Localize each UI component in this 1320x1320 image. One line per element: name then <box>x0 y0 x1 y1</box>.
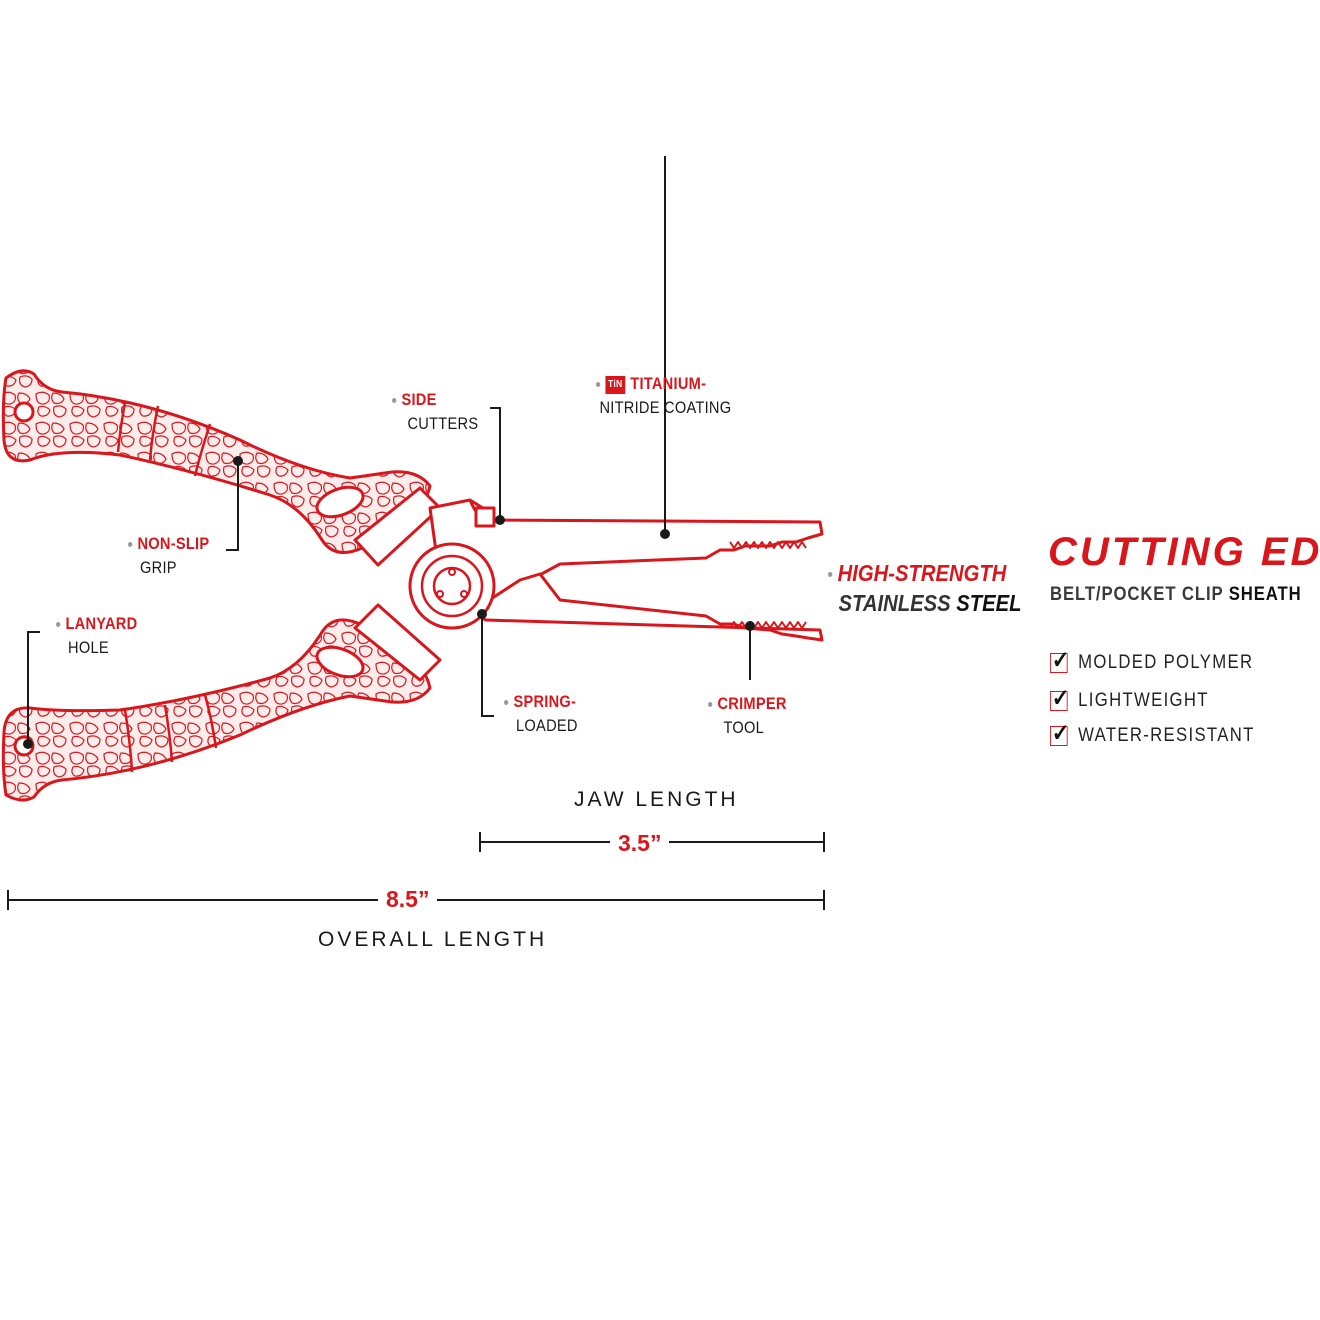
steel-callout: HIGH-STRENGTH STAINLESS STEEL <box>828 558 1022 618</box>
spring-line2: LOADED <box>516 716 578 735</box>
brand-subtitle-b: SHEATH <box>1228 584 1302 605</box>
lanyard-line2: HOLE <box>68 638 109 657</box>
bullet-icon <box>504 700 509 706</box>
crimper-line2: TOOL <box>723 718 765 737</box>
feature-item: WATER-RESISTANT <box>1050 719 1255 748</box>
crimper-callout: CRIMPER TOOL <box>708 692 787 740</box>
callout-leaders <box>27 156 751 744</box>
brand-subtitle-a: BELT/POCKET CLIP <box>1050 584 1224 605</box>
lower-jaw <box>468 572 824 642</box>
non-slip-callout: NON-SLIP GRIP <box>128 532 209 580</box>
overall-length-label: OVERALL LENGTH <box>318 928 548 951</box>
steel-line2b: STEEL <box>956 590 1022 616</box>
checkbox-checked-icon <box>1050 646 1071 675</box>
brand-subtitle: BELT/POCKET CLIP SHEATH <box>1050 584 1302 606</box>
handle-collars <box>353 486 442 682</box>
side-cutters-callout: SIDE CUTTERS <box>392 388 478 436</box>
feature-label: WATER-RESISTANT <box>1078 725 1255 746</box>
steel-line1: HIGH-STRENGTH <box>837 560 1007 586</box>
upper-handle <box>1 369 432 554</box>
checkbox-checked-icon <box>1050 684 1071 713</box>
feature-label: LIGHTWEIGHT <box>1078 690 1209 711</box>
overall-length-value: 8.5” <box>378 886 438 913</box>
non-slip-line2: GRIP <box>140 558 177 577</box>
side-cutters-line2: CUTTERS <box>407 414 479 433</box>
lanyard-callout: LANYARD HOLE <box>56 612 137 660</box>
non-slip-line1: NON-SLIP <box>137 534 210 553</box>
spring-line1: SPRING- <box>513 692 577 711</box>
feature-item: MOLDED POLYMER <box>1050 646 1254 675</box>
bullet-icon <box>708 702 713 708</box>
lanyard-line1: LANYARD <box>65 614 138 633</box>
bullet-icon <box>828 572 833 578</box>
jaw-length-label: JAW LENGTH <box>574 788 739 811</box>
pivot <box>408 542 496 630</box>
titanium-line2: NITRIDE COATING <box>599 398 732 417</box>
titanium-line1: TITANIUM- <box>630 374 707 393</box>
crimper-line1: CRIMPER <box>717 694 787 713</box>
feature-label: MOLDED POLYMER <box>1078 652 1254 673</box>
callout-dots <box>23 456 755 749</box>
bullet-icon <box>128 542 133 548</box>
brand-title: CUTTING EDGE <box>1048 530 1320 574</box>
checkbox-checked-icon <box>1050 719 1071 748</box>
bullet-icon <box>596 382 601 388</box>
jaw-length-value: 3.5” <box>610 830 670 857</box>
bullet-icon <box>56 622 61 628</box>
tin-badge-icon: TiN <box>605 375 626 394</box>
side-cutters-line1: SIDE <box>401 390 437 409</box>
spring-callout: SPRING- LOADED <box>504 690 578 738</box>
bullet-icon <box>392 398 397 404</box>
steel-line2a: STAINLESS <box>838 590 951 616</box>
feature-item: LIGHTWEIGHT <box>1050 684 1209 713</box>
